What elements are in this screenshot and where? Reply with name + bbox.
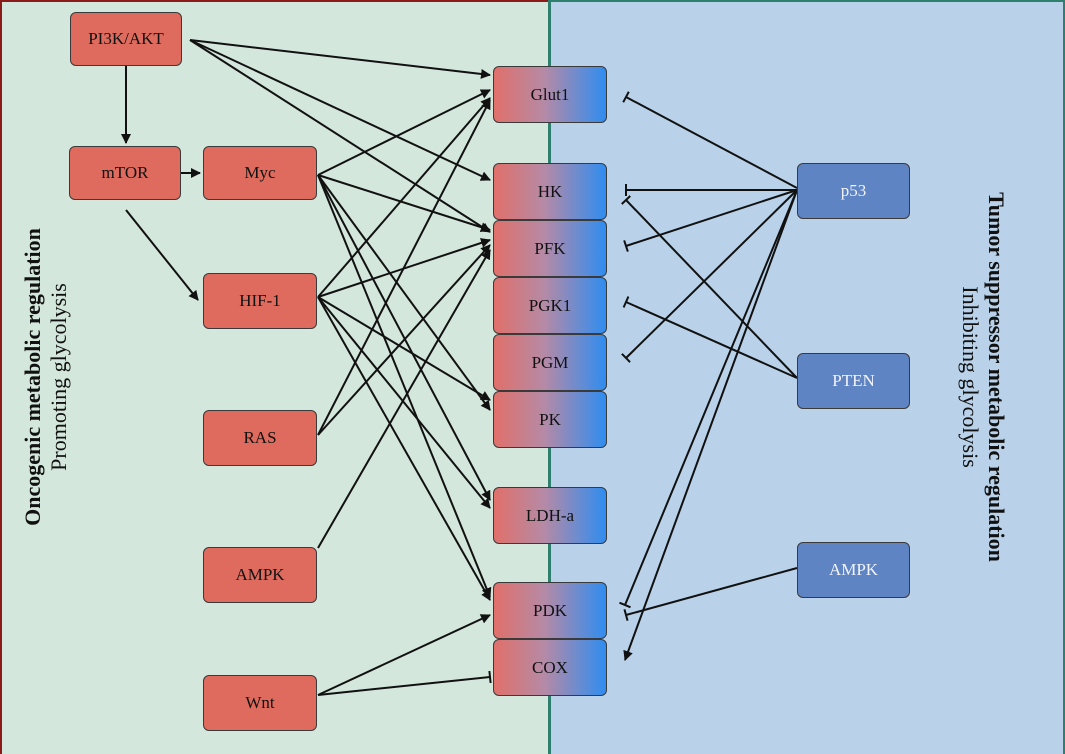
edge-hif1-to-ldha (317, 296, 491, 509)
edge-myc-to-pdk (317, 174, 492, 598)
node-pgk1: PGK1 (493, 277, 607, 334)
oncogenic-panel (0, 0, 550, 754)
node-myc: Myc (203, 146, 317, 200)
node-p53: p53 (797, 163, 910, 219)
edge-mtor-to-hif1 (125, 209, 199, 301)
node-pi3k-akt: PI3K/AKT (70, 12, 182, 66)
edge-hif1-to-glut1 (317, 97, 491, 298)
edge-myc-to-ldha (317, 174, 491, 501)
edge-pi3k-to-glut1 (189, 39, 491, 79)
edge-p53-inhibits-glut1 (622, 91, 798, 189)
edge-p53-activates-cox (623, 189, 798, 661)
edge-wnt-to-pdk (317, 614, 491, 696)
node-pfk: PFK (493, 220, 607, 277)
node-ras: RAS (203, 410, 317, 466)
node-wnt: Wnt (203, 675, 317, 731)
node-pk: PK (493, 391, 607, 448)
edge-ampk-inhibits-pdk (623, 567, 798, 622)
edge-ras-to-pfk (317, 244, 491, 436)
edge-pten-inhibits-pgk1 (622, 296, 798, 379)
edge-myc-to-pfk (317, 174, 491, 233)
edge-myc-to-glut1 (317, 89, 491, 176)
edge-p53-inhibits-pdk (619, 189, 798, 609)
node-glut1: Glut1 (493, 66, 607, 123)
node-ampk-suppressor: AMPK (797, 542, 910, 598)
edge-hif1-to-pdk (317, 296, 491, 601)
node-ampk-oncogenic: AMPK (203, 547, 317, 603)
node-hk: HK (493, 163, 607, 220)
node-hif-1: HIF-1 (203, 273, 317, 329)
edge-hif1-to-pk (317, 296, 491, 401)
edge-ampk-to-pfk (317, 249, 491, 549)
node-pgm: PGM (493, 334, 607, 391)
node-pten: PTEN (797, 353, 910, 409)
node-cox: COX (493, 639, 607, 696)
node-pdk: PDK (493, 582, 607, 639)
edge-myc-to-pk (317, 174, 491, 411)
edge-p53-inhibits-pfk (623, 189, 798, 253)
edge-pi3k-to-pfk (189, 39, 491, 233)
edge-wnt-inhibits-cox (317, 670, 492, 696)
edge-p53-inhibits-pgm (621, 189, 798, 363)
node-ldh-a: LDH-a (493, 487, 607, 544)
node-mtor: mTOR (69, 146, 181, 200)
edge-pten-inhibits-hk (620, 195, 798, 379)
edge-ras-to-glut1 (317, 99, 491, 436)
